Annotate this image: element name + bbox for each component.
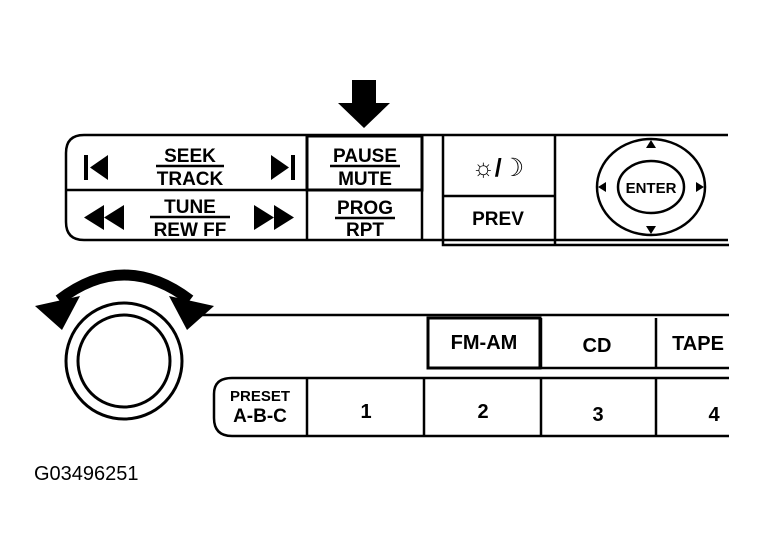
preset-abc-button[interactable]: PRESET A-B-C [230,388,290,427]
preset-2-button[interactable]: 2 [477,401,488,423]
arrow-left-icon [598,182,606,192]
arrow-up-icon [646,140,656,148]
track-label: TRACK [157,169,224,190]
preset-1-label: 1 [360,401,371,423]
preset-label: PRESET [230,388,290,405]
figure-code: G03496251 [34,463,139,485]
arrow-down-icon [646,226,656,234]
rew-ff-label: REW FF [154,220,227,241]
seek-label: SEEK [164,146,216,167]
preset-4-label: 4 [708,404,720,426]
pointer-arrow-icon [338,80,390,128]
prev-button[interactable]: PREV [472,209,524,230]
preset-3-label: 3 [592,404,603,426]
skip-back-icon [84,155,108,180]
abc-label: A-B-C [233,406,287,427]
right-control-group [441,135,729,247]
fast-forward-icon [254,205,294,230]
sun-moon-icon: ☼/☽ [472,154,524,182]
volume-knob[interactable] [64,301,184,421]
arrow-right-icon [696,182,704,192]
prog-rpt-button[interactable]: PROG RPT [335,198,395,241]
preset-3-button[interactable]: 3 [592,404,603,426]
cd-button[interactable]: CD [583,335,612,357]
seek-track-button[interactable]: SEEK TRACK [84,146,295,190]
fm-am-label: FM-AM [451,332,518,354]
left-control-group [64,133,728,242]
rewind-icon [84,205,124,230]
prev-label: PREV [472,209,524,230]
lower-panel-lines [190,313,729,438]
mute-label: MUTE [338,169,392,190]
rotate-arrow-icon [35,269,214,330]
rpt-label: RPT [346,220,384,241]
cd-label: CD [583,335,612,357]
tune-label: TUNE [164,197,216,218]
tape-label: TAPE [672,333,724,355]
tune-rew-ff-button[interactable]: TUNE REW FF [84,197,294,241]
enter-label: ENTER [626,180,677,197]
enter-dial[interactable]: ENTER [595,137,707,237]
preset-2-label: 2 [477,401,488,423]
pause-mute-button[interactable]: PAUSE MUTE [330,146,400,190]
fm-am-button[interactable]: FM-AM [451,332,518,354]
brightness-button[interactable]: ☼/☽ [472,154,524,182]
tape-button[interactable]: TAPE [672,333,724,355]
preset-1-button[interactable]: 1 [360,401,371,423]
preset-4-button[interactable]: 4 [708,404,720,426]
pause-label: PAUSE [333,146,397,167]
skip-forward-icon [271,155,295,180]
prog-label: PROG [337,198,393,219]
